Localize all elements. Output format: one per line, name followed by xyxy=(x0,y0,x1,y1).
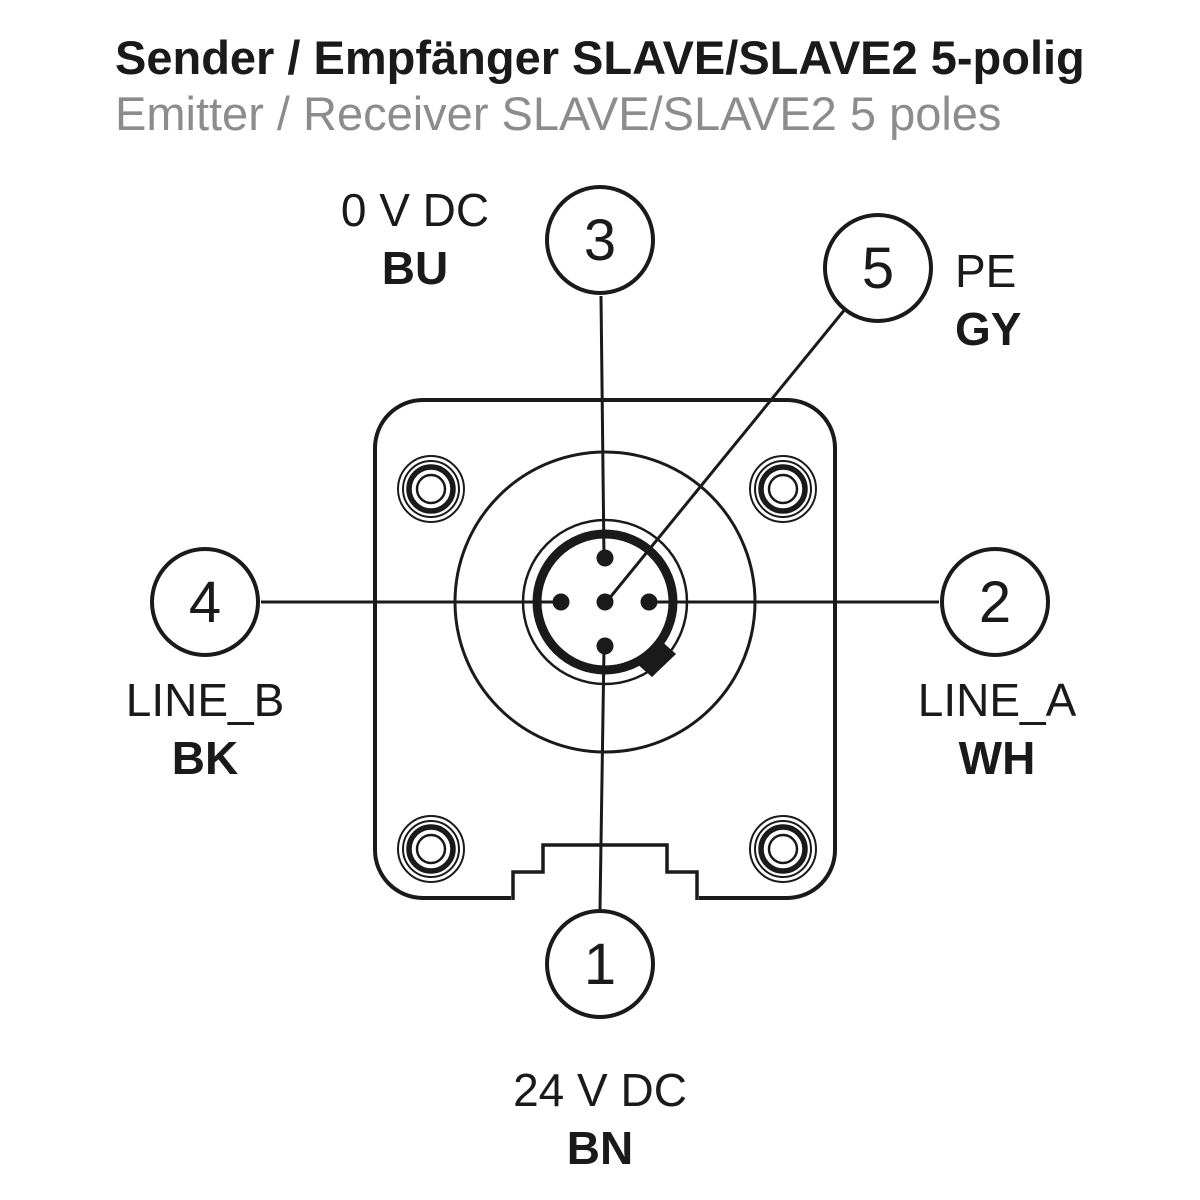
title-block: Sender / Empfänger SLAVE/SLAVE2 5-polig … xyxy=(115,30,1085,143)
pin-label-3: 0 V DC BU xyxy=(290,182,540,298)
mounting-hole-bottom-right xyxy=(749,815,817,883)
pin-number-circle-1: 1 xyxy=(545,909,655,1019)
pin-number: 4 xyxy=(188,569,222,635)
page-subtitle: Emitter / Receiver SLAVE/SLAVE2 5 poles xyxy=(115,87,1002,141)
contact-pin-3 xyxy=(596,549,614,567)
pin-wire-color-label: WH xyxy=(958,731,1036,784)
pin-signal-label: PE xyxy=(955,245,1017,297)
pin-number: 2 xyxy=(978,569,1012,635)
pin-label-4: LINE_B BK xyxy=(55,672,355,788)
leader-line-pin3 xyxy=(599,295,606,559)
leader-line-pin1 xyxy=(598,647,606,910)
pin-signal-label: LINE_B xyxy=(125,674,285,726)
mounting-hole-top-right xyxy=(749,455,817,523)
bottom-slot-fill xyxy=(511,845,699,902)
pin-number-circle-2: 2 xyxy=(940,547,1050,657)
contact-pin-2 xyxy=(640,593,658,611)
pin-label-5: PE GY xyxy=(955,243,1021,359)
pin-wire-color-label: BU xyxy=(381,241,449,294)
pin-number: 3 xyxy=(583,207,617,273)
pin-wire-color-label: BK xyxy=(171,731,239,784)
bottom-slot-outline xyxy=(511,843,699,900)
leader-line-pin5 xyxy=(606,307,848,601)
pin-wire-color-label: GY xyxy=(955,302,1022,355)
contact-pins xyxy=(552,549,658,655)
pin-label-2: LINE_A WH xyxy=(847,672,1147,788)
pin-number-circle-4: 4 xyxy=(150,547,260,657)
pin-number-circle-5: 5 xyxy=(823,213,933,323)
page-title: Sender / Empfänger SLAVE/SLAVE2 5-polig xyxy=(115,31,1085,84)
pin-number: 5 xyxy=(861,235,895,301)
pin-number: 1 xyxy=(583,931,617,997)
mounting-hole-top-left xyxy=(397,455,465,523)
pin-number-circle-3: 3 xyxy=(545,185,655,295)
pin-label-1: 24 V DC BN xyxy=(450,1062,750,1178)
pin-wire-color-label: BN xyxy=(566,1121,634,1174)
contact-pin-4 xyxy=(552,593,570,611)
pin-signal-label: 0 V DC xyxy=(340,184,490,236)
pin-signal-label: LINE_A xyxy=(917,674,1077,726)
contact-pin-1 xyxy=(596,637,614,655)
leader-lines xyxy=(261,295,939,910)
mounting-hole-bottom-left xyxy=(397,815,465,883)
pin-signal-label: 24 V DC xyxy=(513,1064,687,1116)
contact-pin-5 xyxy=(596,593,614,611)
coding-keyway xyxy=(636,638,676,677)
